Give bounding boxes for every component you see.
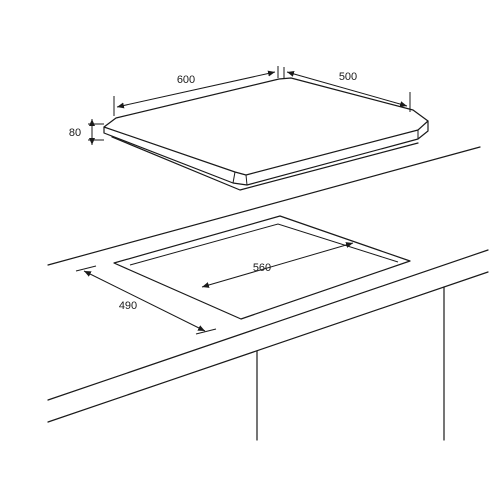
hob-body: [111, 136, 419, 191]
worktop-drawing: [47, 146, 489, 441]
worktop-front-edge: [47, 249, 489, 401]
cutout-inner-edge: [129, 223, 399, 266]
dimension-cutout-depth: 490: [75, 265, 217, 335]
hob-depth-label: 500: [339, 71, 357, 83]
dimension-hob-depth: 500: [283, 67, 411, 112]
hob-width-label: 600: [177, 74, 195, 86]
worktop-back-edge: [47, 146, 481, 266]
hob-edge-line: [232, 130, 419, 186]
dimension-hob-width: 600: [113, 66, 279, 116]
worktop-front-lower-edge: [47, 271, 489, 423]
hob-top-surface: [103, 77, 429, 176]
dimension-hob-height: 80: [69, 119, 104, 145]
cutout-width-label: 560: [253, 262, 271, 274]
hob-drawing: [103, 77, 429, 191]
dimension-cutout-width: 560: [201, 242, 354, 288]
cutout-depth-label: 490: [119, 300, 137, 312]
hob-height-label: 80: [69, 127, 81, 139]
